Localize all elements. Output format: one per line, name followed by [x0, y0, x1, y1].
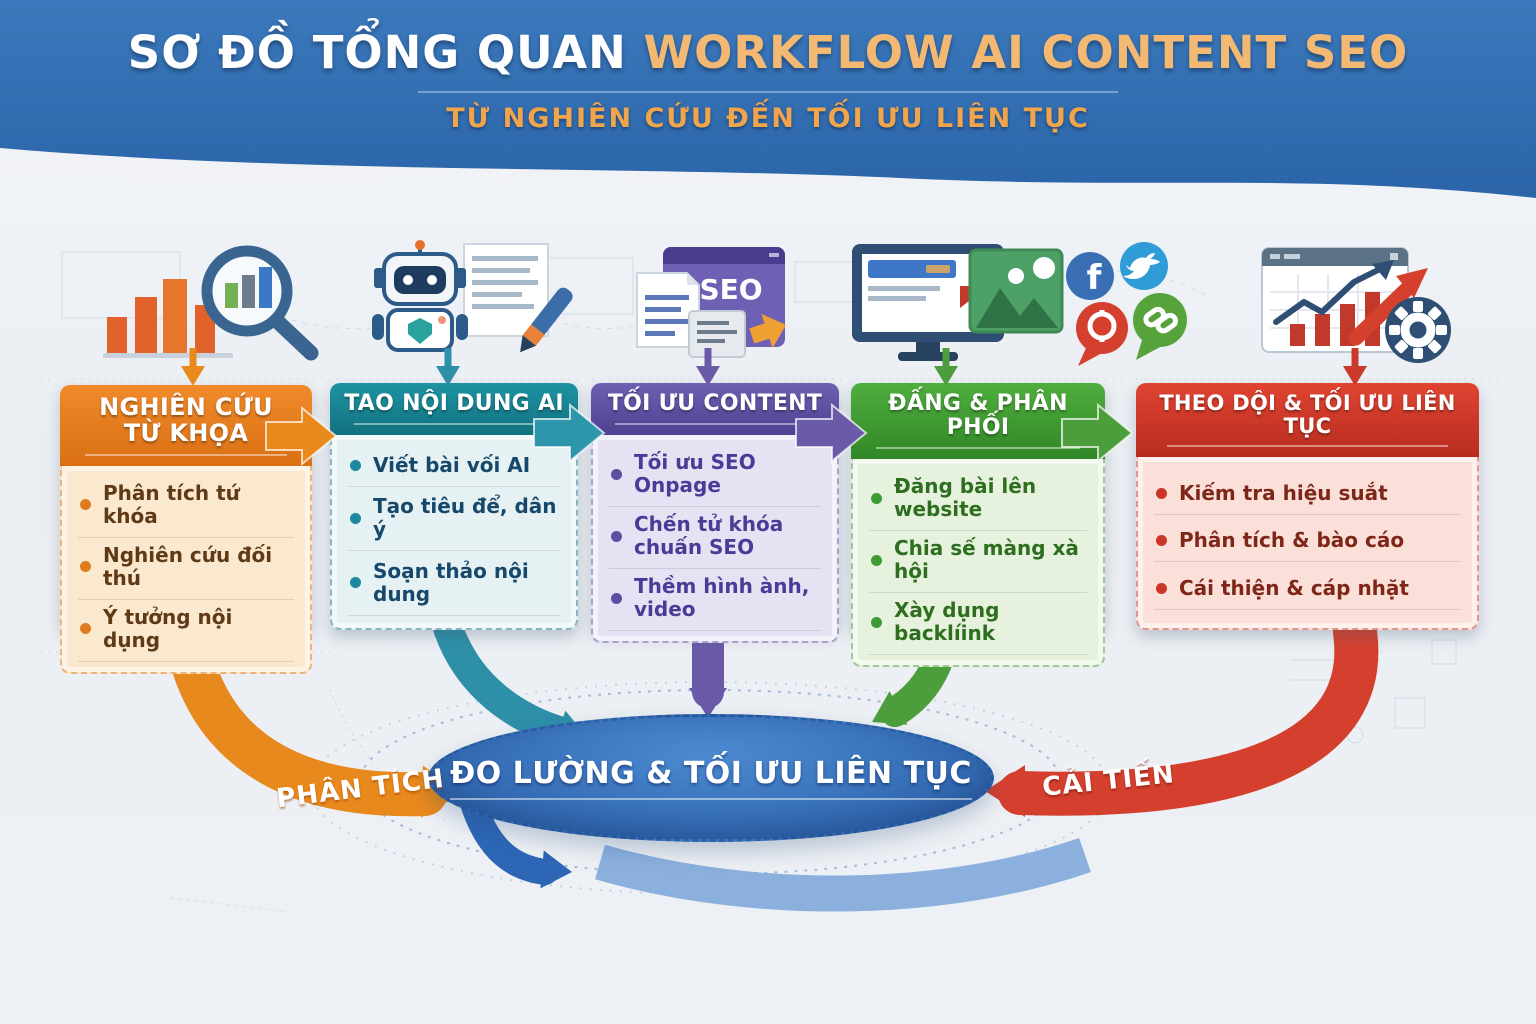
box-keyword-research-header: NGHIÊN CỨU TỪ KHỌA [60, 385, 312, 466]
bullet-dot [611, 468, 622, 480]
bullet-dot [611, 530, 622, 542]
bullet-dot [1156, 582, 1167, 594]
backlink-bubble-icon [1133, 293, 1187, 360]
box-content-optimization-header: TỐI ƯU CONTENT [591, 383, 839, 436]
box-title: TAO NỘI DUNG AI [344, 391, 564, 416]
publish-monitor-social-icon: f [848, 240, 1188, 368]
box-publish-distribution: ĐẤNG & PHÂN PHỐI Đăng bài lên website Ch… [851, 383, 1105, 668]
bullet-dot [80, 561, 91, 573]
measure-optimize-label: ĐO LƯỜNG & TỐI ƯU LIÊN TỤC [450, 756, 972, 800]
box-keyword-research: NGHIÊN CỨU TỪ KHỌA Phân tích tứ khóa Ngh… [60, 385, 312, 674]
improve-arrow-label: CẢI TIẾN [1040, 759, 1177, 803]
list-item: Chến tử khóa chuấn SEO [609, 507, 821, 570]
ai-robot-writing-icon [372, 238, 577, 362]
list-item: Tối ưu SEO Onpage [609, 445, 821, 508]
refresh-bubble-icon [1076, 302, 1128, 366]
bullet-dot [1156, 535, 1167, 547]
bullet-dot [350, 512, 361, 524]
seo-browser-icon: SEO [633, 245, 798, 367]
list-item: Đăng bài lên website [869, 469, 1087, 532]
list-item: Nghiên cứu đối thú [78, 538, 294, 600]
bullet-dot [350, 459, 361, 471]
box-ai-content-creation: TAO NỘI DUNG AI Viết bài vối AI Tạo tiêu… [330, 383, 578, 630]
box-title: TỐI ƯU CONTENT [607, 391, 823, 416]
title-rule [84, 453, 288, 456]
list-item: Kiếm tra hiệu suắt [1154, 476, 1461, 515]
box-title: THEO DỘI & TỐI ƯU LIÊN TỤC [1159, 391, 1456, 439]
title-underline [418, 91, 1118, 93]
analytics-gear-icon [1258, 240, 1463, 370]
title-rule [354, 423, 554, 426]
page-title-white: SƠ ĐỒ TỔNG QUAN [127, 26, 627, 79]
list-item: Phân tích & bào cáo [1154, 523, 1461, 563]
list-item: Xày dụng backlíink [869, 593, 1087, 656]
seo-badge-text: SEO [699, 273, 762, 306]
list-item: Tạo tiêu để, dân ý [348, 489, 560, 552]
bullet-dot [80, 499, 91, 511]
bullet-dot [1156, 487, 1167, 499]
page-title: SƠ ĐỒ TỔNG QUAN WORKFLOW AI CONTENT SEO [0, 26, 1536, 79]
box-monitor-optimize-header: THEO DỘI & TỐI ƯU LIÊN TỤC [1136, 383, 1479, 458]
facebook-icon: f [1066, 252, 1114, 300]
box-title: NGHIÊN CỨU TỪ KHỌA [99, 393, 273, 448]
box-title: ĐẤNG & PHÂN PHỐI [888, 391, 1068, 441]
title-rule [615, 423, 815, 426]
measure-optimize-ellipse: ĐO LƯỜNG & TỐI ƯU LIÊN TỤC [428, 714, 994, 842]
list-item: Ý tưởng nội dụng [78, 600, 294, 662]
bullet-dot [611, 592, 622, 604]
bullet-dot [80, 623, 91, 635]
bullet-dot [871, 554, 882, 566]
gear-icon [1385, 297, 1451, 363]
list-item: Thềm hình ành, video [609, 569, 821, 632]
title-rule [875, 447, 1081, 450]
box-content-optimization: TỐI ƯU CONTENT Tối ưu SEO Onpage Chến tử… [591, 383, 839, 644]
bullet-dot [350, 577, 361, 589]
box-ai-content-creation-header: TAO NỘI DUNG AI [330, 383, 578, 436]
page-title-gold: WORKFLOW AI CONTENT SEO [643, 26, 1409, 79]
bullet-dot [871, 492, 882, 504]
box-monitor-optimize: THEO DỘI & TỐI ƯU LIÊN TỤC Kiếm tra hiệu… [1136, 383, 1479, 630]
svg-text:f: f [1087, 258, 1103, 298]
list-item: Cái thiện & cáp nhặt [1154, 571, 1461, 610]
bullet-dot [871, 616, 882, 628]
box-publish-distribution-header: ĐẤNG & PHÂN PHỐI [851, 383, 1105, 460]
analysis-arrow-label: PHÂN TÍCH [274, 763, 447, 815]
twitter-icon [1120, 242, 1168, 290]
list-item: Viết bài vối AI [348, 448, 560, 487]
keyword-search-chart-icon [95, 245, 345, 363]
header: SƠ ĐỒ TỔNG QUAN WORKFLOW AI CONTENT SEO … [0, 26, 1536, 134]
title-rule [1166, 445, 1449, 448]
list-item: Soạn thảo nội dung [348, 554, 560, 616]
arrow-optimize-to-measure [689, 620, 727, 718]
list-item: Chia sế màng xà hội [869, 531, 1087, 594]
list-item: Phân tích tứ khóa [78, 476, 294, 538]
page-subtitle: TỪ NGHIÊN CỨU ĐẾN TỐI ƯU LIÊN TỤC [446, 103, 1090, 134]
